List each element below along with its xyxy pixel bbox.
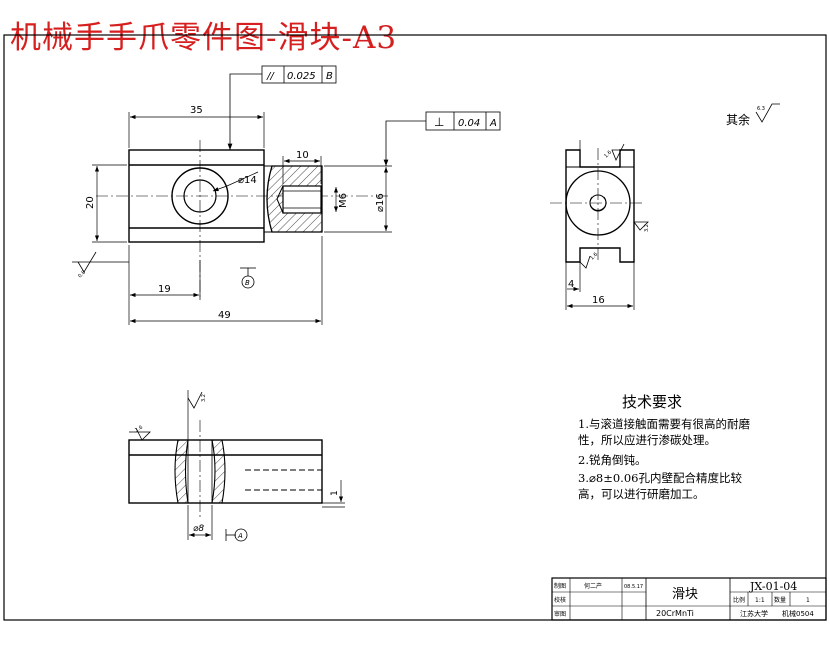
- roughness-rest-value: 6.3: [757, 106, 765, 112]
- gdt-parallel-value: 0.025: [287, 71, 316, 82]
- notes-heading: 技术要求: [622, 393, 682, 411]
- tb-date: 08.5.17: [624, 584, 643, 590]
- top-view: [128, 390, 345, 542]
- tb-review-label: 审图: [554, 610, 566, 618]
- tb-part-name: 滑块: [672, 587, 698, 602]
- dim-boss-dia: ⌀16: [375, 193, 386, 212]
- tb-school: 江苏大学: [740, 609, 768, 618]
- dim-hole-dia: ⌀14: [238, 175, 257, 186]
- roughness-symbol-front: [72, 251, 129, 273]
- dim-total-length: 49: [218, 310, 231, 321]
- roughness-top-2: 1.6: [134, 425, 144, 434]
- dim-thread-depth: 10: [296, 150, 309, 161]
- tb-check-label: 校核: [554, 596, 566, 604]
- tb-material: 20CrMnTi: [656, 609, 694, 618]
- dim-thread: M6: [338, 193, 349, 208]
- note-line-4: 3.⌀8±0.06孔内壁配合精度比较: [578, 471, 742, 485]
- dim-top-width: 35: [190, 105, 203, 116]
- roughness-side-top: 1.6: [603, 150, 613, 160]
- gdt-parallel-datum: B: [326, 71, 333, 82]
- note-line-3: 2.锐角倒钝。: [578, 453, 646, 467]
- tb-drawing-no: JX-01-04: [749, 580, 797, 593]
- tb-scale: 1:1: [755, 597, 765, 604]
- roughness-top-1: 3.2: [201, 394, 207, 402]
- dim-offset: 19: [158, 284, 171, 295]
- tb-class: 机械0504: [782, 609, 814, 618]
- roughness-front-value: 0.8: [77, 270, 87, 280]
- tb-qty: 1: [806, 597, 810, 604]
- front-view: [96, 140, 390, 300]
- dim-left-height: 20: [85, 196, 96, 209]
- title-block: [551, 577, 827, 621]
- roughness-side-bottom: 1.6: [589, 252, 599, 262]
- gdt-parallel-symbol: //: [266, 71, 275, 82]
- note-line-1: 1.与滚道接触面需要有很高的耐磨: [578, 417, 750, 431]
- drawing-border: [3, 34, 827, 621]
- roughness-rest-label: 其余: [726, 112, 750, 127]
- side-view: [550, 140, 649, 310]
- datum-a-label: A: [237, 532, 243, 540]
- roughness-side-right: 3.2: [644, 224, 650, 232]
- gdt-perpendicular-symbol: ⊥: [434, 115, 444, 129]
- tb-drawer: 何二产: [584, 582, 602, 590]
- top-dim-chamfer: 1: [330, 490, 340, 496]
- drawing-title: 机械手手爪零件图-滑块-A3: [10, 20, 398, 56]
- tb-scale-label: 比例: [733, 596, 745, 604]
- note-line-2: 性，所以应进行渗碳处理。: [578, 433, 716, 447]
- gdt-perpendicular-frame: [383, 111, 501, 166]
- datum-b-label: B: [245, 279, 250, 287]
- front-view-dimensions: [92, 112, 392, 325]
- top-dim-bore: ⌀8: [193, 524, 204, 534]
- tb-draw-label: 制图: [554, 582, 566, 590]
- datum-b-marker: [240, 267, 256, 289]
- gdt-perpendicular-datum: A: [489, 118, 497, 129]
- side-dim-width: 16: [592, 295, 605, 306]
- gdt-perpendicular-value: 0.04: [458, 118, 480, 129]
- gdt-parallel-frame: [227, 65, 337, 150]
- side-dim-small: 4: [568, 279, 574, 290]
- tb-qty-label: 数量: [774, 596, 786, 604]
- note-line-5: 高，可以进行研磨加工。: [578, 487, 705, 501]
- roughness-rest-symbol: [755, 103, 780, 123]
